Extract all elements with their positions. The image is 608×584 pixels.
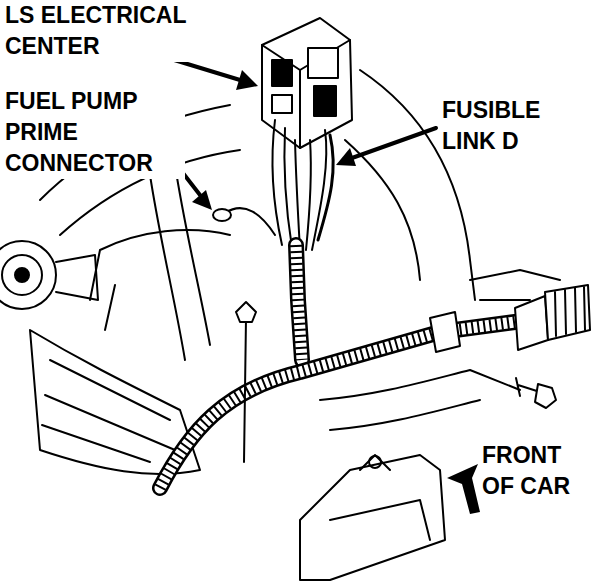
part-label: LS ELECTRICAL CENTER [5,0,235,62]
leader-arrowhead [192,190,212,210]
bolt-head [535,384,556,408]
fuel-pump-prime-connector [213,209,231,221]
relay [308,48,338,78]
relay [272,60,292,86]
harness [296,245,302,360]
fuel-pump-prime-wire [225,208,275,235]
connector-pins [555,287,585,336]
fender-outline [345,140,420,280]
leader-line [352,128,436,158]
harness-connector [515,296,548,350]
pulley [0,241,56,309]
harness [296,245,302,360]
wire [272,120,326,250]
harness [160,322,515,488]
bolt-hole [369,456,381,468]
mount-bracket [330,455,430,540]
harness-connector [545,285,590,340]
electrical-center [262,40,350,148]
relay [314,86,336,116]
harness-clip [430,312,460,352]
mount-bracket [300,455,445,580]
frame-rail [320,370,520,430]
electrical-center [262,18,352,148]
bolt [244,318,246,462]
bolt-head [236,302,256,322]
harness [296,245,302,360]
fusible-link [318,135,333,240]
pulley-bracket [56,255,98,300]
part-label: FUSIBLE LINK D [442,95,567,157]
part-label: FUEL PUMP PRIME CONNECTOR [5,86,185,179]
harness [160,322,515,488]
leader-arrowhead [236,70,258,90]
pulley [15,268,29,282]
inner-panel [42,360,175,462]
leader-arrowhead [336,148,356,166]
direction-arrow [447,464,480,514]
strut-tower [90,230,230,330]
relay [272,95,292,113]
pulley [2,255,42,295]
harness [160,322,515,488]
part-label: FRONT OF CAR [482,440,587,502]
